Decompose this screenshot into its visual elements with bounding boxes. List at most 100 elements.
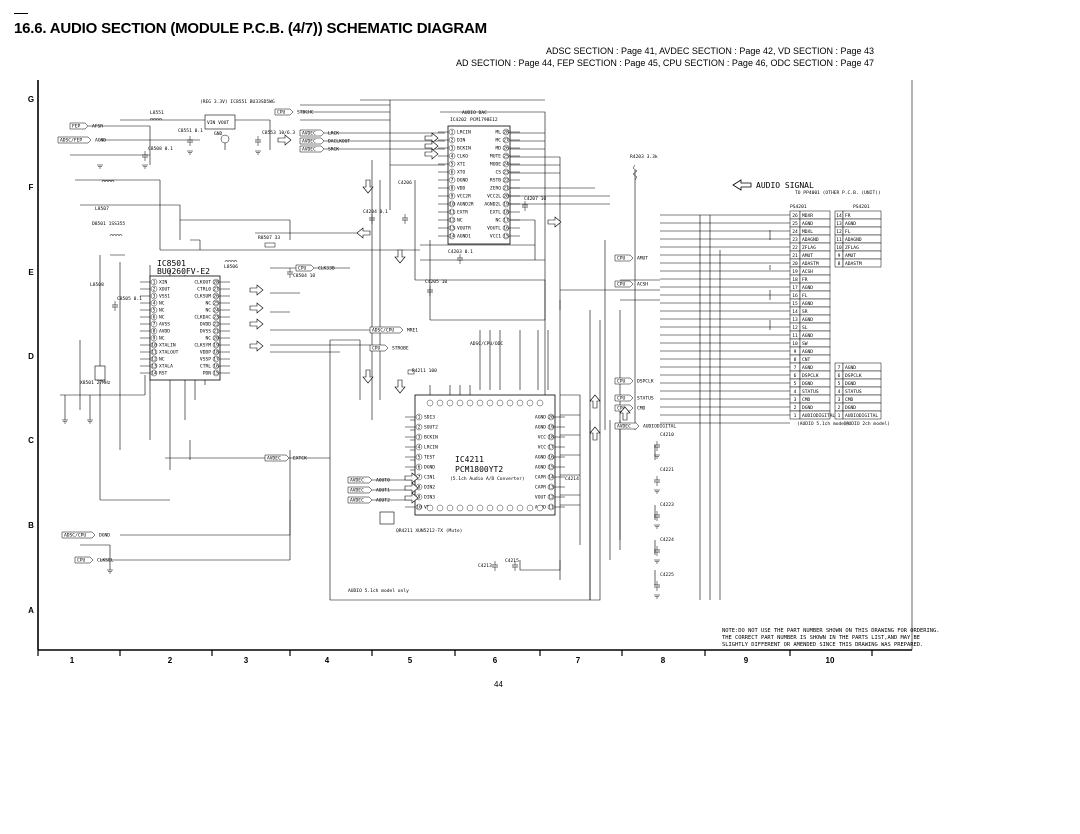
connector-pin-number-alt: 12 [836, 229, 842, 235]
ic8501-name: IC8501 [157, 259, 186, 268]
pin-2 [448, 136, 456, 144]
pin-number: 16 [213, 364, 219, 370]
connector-pin-name: DSPCLK [802, 373, 819, 379]
label-c8505: C8505 0.1 [117, 296, 142, 302]
grid-row-F: F [29, 183, 34, 192]
wire [660, 374, 790, 400]
pin-number: 7 [451, 178, 454, 184]
mute-transistor-qr4211 [379, 511, 395, 525]
grid-row-C: C [28, 436, 34, 445]
connector-pin-name-alt: AMUT [845, 253, 856, 259]
connector-pin-name: AGND [802, 301, 813, 307]
grid-col-3: 3 [244, 656, 249, 665]
tag-signal: AMUT [637, 256, 648, 262]
pin-number: 7 [418, 475, 421, 481]
signal-arrow-icon [249, 302, 264, 314]
pin-name: CLKSYM [194, 343, 211, 349]
pin-name: XTALA [159, 364, 173, 370]
pin-20 [502, 192, 510, 200]
top-pin [536, 399, 544, 407]
pin-8 [150, 327, 158, 335]
pin-number: 5 [418, 455, 421, 461]
pin-number: 12 [449, 218, 455, 224]
signal-arrow-icon [249, 284, 264, 296]
signal-arrow-icon [394, 379, 406, 394]
pin-22 [212, 320, 220, 328]
pin-name: VSS1 [159, 294, 170, 300]
wire [75, 179, 420, 251]
pin-number: 14 [449, 234, 455, 240]
wire [510, 156, 561, 310]
page-number: 44 [494, 680, 503, 689]
pin-16 [547, 453, 555, 461]
label-x8501: X8501 27MHz [80, 380, 111, 386]
top-pin [466, 399, 474, 407]
label-c4204: C4204 0.1 [363, 209, 388, 215]
pin-6 [150, 313, 158, 321]
connector-pin-name: AUDIODIGITAL [802, 413, 835, 419]
capacitor-c8551 [187, 136, 193, 146]
pin-number: 1 [451, 130, 454, 136]
label-l8506: L8506 [224, 264, 238, 270]
label-c4214: C4214 [565, 476, 579, 482]
connector-pin-number: 26 [792, 213, 798, 219]
connector-pin-name: AGND [802, 365, 813, 371]
pin-number: 12 [151, 357, 157, 363]
pin-name: CTRL [200, 364, 211, 370]
tag-signal: DSPCLK [637, 379, 654, 385]
ground-icon [654, 489, 660, 494]
pin-27 [502, 136, 510, 144]
pin-number: 3 [451, 146, 454, 152]
pin-12 [448, 216, 456, 224]
wire [510, 187, 610, 205]
label-qr4211: QR4211 XUN5212-TX (Mute) [396, 528, 462, 534]
pin-number: 7 [153, 322, 156, 328]
signal-arrow-icon [404, 482, 419, 494]
connector-pin-number-alt: 1 [838, 413, 841, 419]
label-audio-51ch-only: AUDIO 5.1ch model only [348, 588, 409, 594]
pin-number: 22 [503, 178, 509, 184]
grid-row-G: G [28, 95, 34, 104]
grid-col-7: 7 [576, 656, 581, 665]
wire [660, 246, 790, 272]
ic4211-name: IC4211 [455, 455, 484, 464]
pin-name: NC [205, 308, 211, 314]
pin-name: CLKSUM [194, 294, 211, 300]
ic4202-name: AUDIO DAC [462, 110, 487, 116]
bottom-pin [496, 504, 504, 512]
tag-signal: LRCK [328, 131, 339, 137]
pin-name: DGND [457, 178, 468, 184]
connector-pin-number: 24 [792, 229, 798, 235]
pin-12 [150, 355, 158, 363]
regulator-ic8551 [204, 114, 236, 130]
wire [329, 320, 601, 601]
pin-name: VCC1 [490, 234, 501, 240]
capacitor-c4213 [492, 561, 498, 571]
pin-name: CLKOUT [194, 280, 211, 286]
tag-signal: CLK33B [318, 266, 335, 272]
pin-number: 21 [213, 329, 219, 335]
legend-audio-signal: AUDIO SIGNAL [732, 179, 814, 191]
grid-row-D: D [28, 352, 34, 361]
label-c4225: C4225 [660, 572, 674, 578]
pin-17 [212, 355, 220, 363]
wire [371, 160, 445, 420]
connector-pin-name-alt: AUDIODIGITAL [845, 413, 878, 419]
connector-pin-number: 4 [794, 389, 797, 395]
pin-number: 14 [151, 371, 157, 377]
pin-number: 8 [153, 329, 156, 335]
grid-col-8: 8 [661, 656, 666, 665]
ground-icon [97, 164, 103, 169]
wire [270, 329, 370, 353]
wire [479, 330, 521, 390]
connector-pin-number: 13 [792, 317, 798, 323]
wire [420, 219, 545, 261]
pin-name: LRCIN [457, 130, 471, 136]
pin-name: CLKDAC [194, 315, 211, 321]
